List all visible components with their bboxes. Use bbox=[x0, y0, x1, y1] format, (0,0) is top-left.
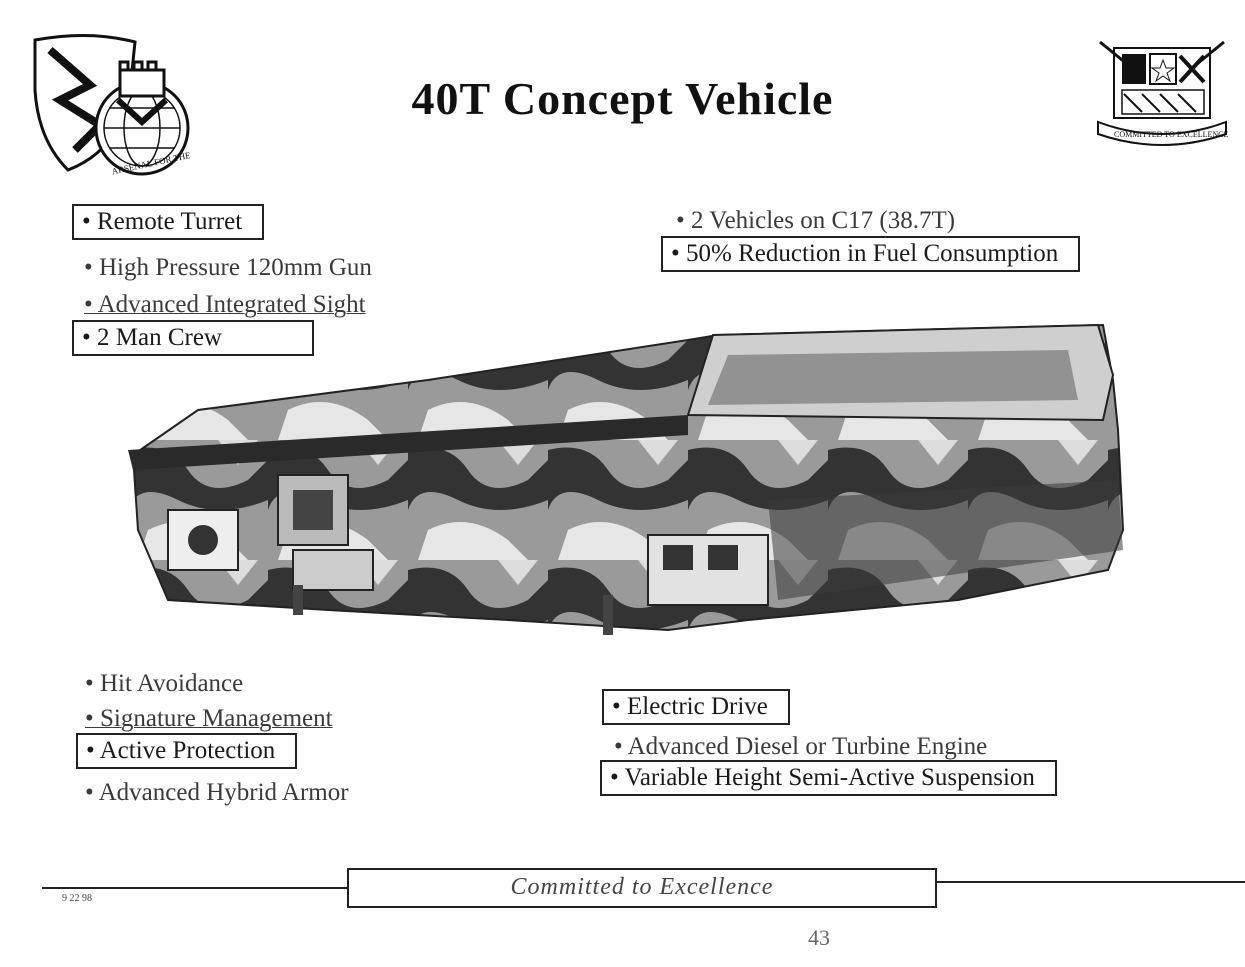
footer-divider-right bbox=[935, 881, 1245, 883]
feature-high-pressure-gun: • High Pressure 120mm Gun bbox=[84, 254, 372, 281]
feature-active-protection: • Active Protection bbox=[76, 733, 298, 769]
feature-remote-turret: • Remote Turret bbox=[72, 204, 265, 240]
tank-image bbox=[128, 320, 1128, 670]
feature-hit-avoidance: • Hit Avoidance bbox=[85, 670, 244, 697]
slide-title: 40T Concept Vehicle bbox=[411, 73, 834, 124]
feature-fuel-reduction: • 50% Reduction in Fuel Consumption bbox=[661, 236, 1081, 272]
feature-integrated-sight: • Advanced Integrated Sight bbox=[84, 291, 366, 318]
page-number: 43 bbox=[808, 925, 830, 950]
army-crest-emblem-icon: COMMITTED TO EXCELLENCE bbox=[1097, 40, 1228, 146]
feature-hybrid-armor: • Advanced Hybrid Armor bbox=[85, 779, 349, 806]
feature-2-man-crew: • 2 Man Crew bbox=[72, 320, 314, 356]
svg-text:COMMITTED TO EXCELLENCE: COMMITTED TO EXCELLENCE bbox=[1114, 130, 1228, 139]
feature-signature-management: • Signature Management bbox=[85, 705, 333, 732]
footer-motto: Committed to Excellence bbox=[347, 868, 937, 908]
feature-electric-drive: • Electric Drive bbox=[602, 689, 790, 725]
tank-vehicle-illustration-icon bbox=[128, 323, 1125, 635]
footer-divider-left bbox=[42, 887, 347, 889]
right-logo: COMMITTED TO EXCELLENCE bbox=[1092, 38, 1232, 158]
feature-semi-active-suspension: • Variable Height Semi-Active Suspension bbox=[600, 760, 1057, 796]
feature-diesel-turbine-engine: • Advanced Diesel or Turbine Engine bbox=[614, 733, 988, 760]
feature-c17-vehicles: • 2 Vehicles on C17 (38.7T) bbox=[676, 207, 956, 234]
footer-date: 9 22 98 bbox=[62, 893, 92, 904]
